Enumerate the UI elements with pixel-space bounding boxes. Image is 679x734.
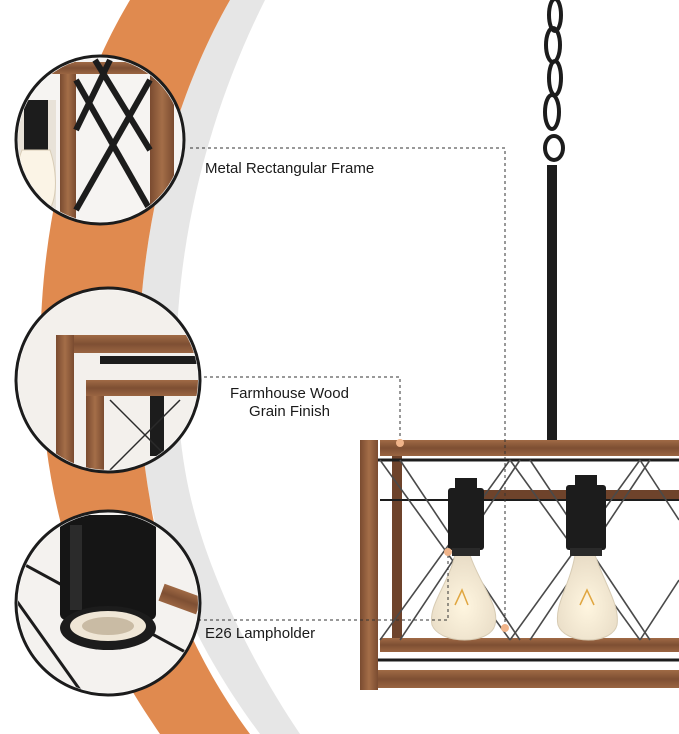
chandelier-fixture bbox=[360, 440, 679, 690]
metal-frame-closeup-icon bbox=[14, 54, 186, 226]
metal-frame-label: Metal Rectangular Frame bbox=[205, 160, 375, 177]
hanging-chain bbox=[543, 0, 565, 162]
wood-finish-label: Farmhouse Wood Grain Finish bbox=[230, 385, 349, 421]
lampholder-closeup-icon bbox=[14, 509, 202, 697]
wood-finish-label-line1: Farmhouse Wood bbox=[230, 385, 349, 402]
wood-finish-label-line2: Grain Finish bbox=[249, 403, 330, 420]
lampholder-label: E26 Lampholder bbox=[205, 625, 316, 642]
wood-grain-closeup-icon bbox=[14, 286, 202, 474]
callout-leaders bbox=[190, 147, 506, 628]
downrod bbox=[547, 165, 557, 445]
callout-dots bbox=[396, 439, 509, 632]
